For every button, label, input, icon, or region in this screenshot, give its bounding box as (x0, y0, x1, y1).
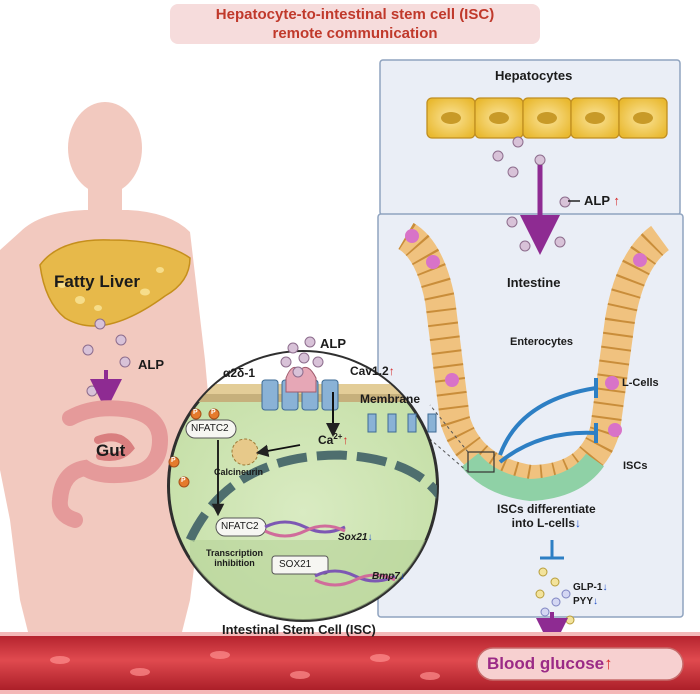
fatty-liver-label: Fatty Liver (54, 272, 140, 291)
bmp7-gene-text: Bmp7 (372, 571, 400, 582)
title-line-1: Hepatocyte-to-intestinal stem cell (ISC) (215, 6, 495, 23)
intestinal-crypt (397, 223, 670, 502)
cav-text: Cav1.2 (350, 364, 389, 378)
ca-superscript: 2+ (333, 432, 343, 441)
glp1-pyy-particles (535, 567, 575, 625)
gut-label: Gut (96, 441, 126, 460)
a2d1-label: α2δ-1 (223, 366, 255, 380)
iscs-label: ISCs (623, 460, 648, 472)
iscs-diff-line-1: ISCs differentiate (497, 502, 596, 516)
alp-label-left: ALP (138, 357, 164, 372)
membrane-label: Membrane (360, 392, 421, 406)
fatty-liver-icon (39, 239, 191, 327)
iscs-diff-down-arrow: ↓ (575, 516, 582, 530)
ca-text: Ca (318, 433, 334, 447)
alp-up-label: ALP ↑ (584, 193, 620, 208)
calcineurin-label: Calcineurin (214, 467, 264, 477)
glp1-label: GLP-1↓ (573, 582, 607, 593)
transcription-inhibition-label: Transcription inhibition (206, 548, 263, 568)
sox21-gene-text: Sox21 (338, 532, 368, 543)
nfatc2-top-label: NFATC2 (191, 423, 229, 434)
hepatocyte-cells (426, 97, 668, 139)
title-line-2: remote communication (272, 25, 438, 42)
ca-up-arrow: ↑ (342, 433, 349, 447)
blood-glucose-up-arrow: ↑ (604, 654, 613, 673)
phospho-label-4: P (181, 477, 186, 484)
alp-label-right: ALP (584, 193, 610, 208)
title-banner: Hepatocyte-to-intestinal stem cell (ISC)… (170, 4, 540, 44)
ca-label: Ca2+↑ (318, 432, 348, 447)
gut-icon (51, 400, 169, 528)
glp1-down-arrow: ↓ (602, 582, 608, 593)
transcription-line-2: inhibition (214, 558, 255, 568)
transcription-line-1: Transcription (206, 548, 264, 558)
cav-up-arrow: ↑ (388, 364, 395, 378)
bmp7-down-arrow: ↓ (399, 571, 405, 582)
pyy-down-arrow: ↓ (593, 596, 599, 607)
pyy-text: PYY (573, 596, 594, 607)
sox21-down-arrow: ↓ (367, 532, 373, 543)
phospho-label-1: P (193, 409, 198, 416)
l-cells-label: L-Cells (622, 377, 659, 389)
alp-up-arrow: ↑ (613, 193, 620, 208)
cav-label: Cav1.2↑ (350, 364, 395, 378)
intestine-label: Intestine (507, 275, 561, 290)
blood-glucose-text: Blood glucose (487, 654, 605, 673)
isc-circle (167, 336, 439, 622)
isc-caption: Intestinal Stem Cell (ISC) (222, 622, 376, 637)
hepatocytes-label: Hepatocytes (495, 68, 573, 83)
enterocytes-label: Enterocytes (510, 336, 573, 348)
sox21-protein-label: SOX21 (279, 559, 312, 570)
human-body-silhouette (0, 102, 215, 640)
iscs-diff-line-2: into L-cells (511, 516, 576, 530)
nfatc2-nuclear-label: NFATC2 (221, 521, 259, 532)
blood-vessel (0, 632, 700, 694)
iscs-differentiate-label: ISCs differentiate into L-cells↓ (497, 502, 596, 530)
pyy-label: PYY↓ (573, 596, 598, 607)
blood-glucose-pill (476, 647, 684, 681)
bmp7-gene-label: Bmp7↓ (372, 571, 405, 582)
phospho-label-2: P (211, 409, 216, 416)
glp1-text: GLP-1 (573, 582, 603, 593)
alp-label-circle: ALP (320, 336, 346, 351)
sox21-gene-label: Sox21↓ (338, 532, 372, 543)
phospho-label-3: P (171, 457, 176, 464)
inhibition-arrows (498, 378, 598, 560)
blood-glucose-label: Blood glucose↑ (487, 654, 613, 674)
